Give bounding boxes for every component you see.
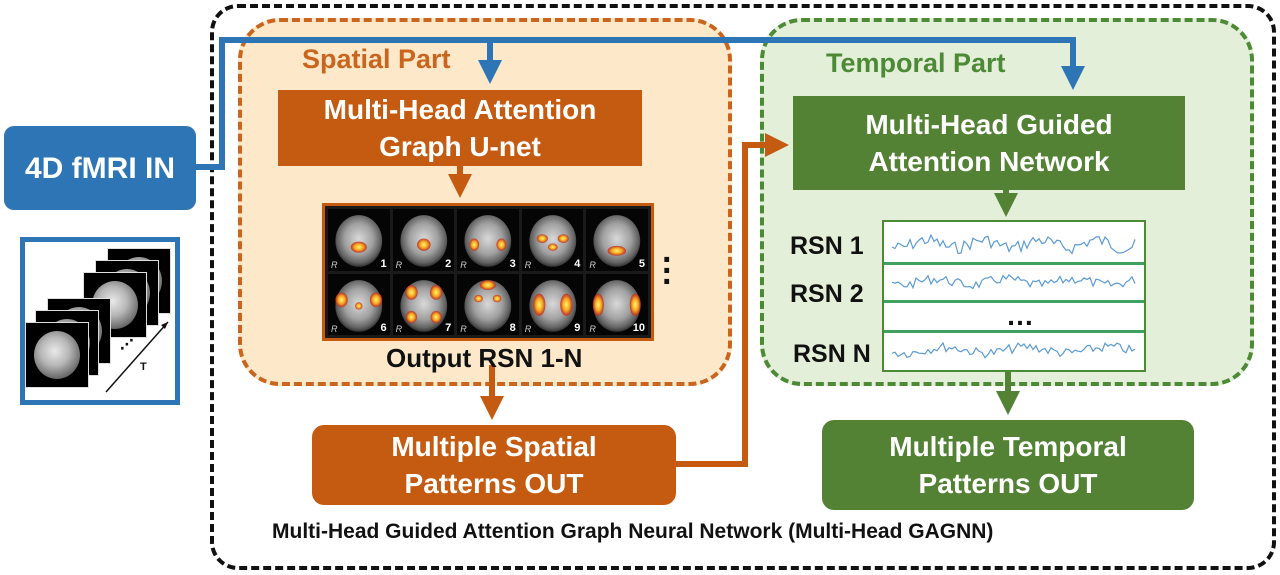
brain-map-number: 5 [638, 257, 645, 270]
row-divider [884, 262, 1144, 265]
brain-map-number: 3 [509, 257, 516, 270]
side-marker: R [589, 324, 596, 334]
rsn-label-1: RSN 1 [790, 232, 864, 260]
brain-map-number: 9 [574, 322, 581, 334]
timeseries-plots [891, 233, 1136, 359]
rsn-label-2: RSN 2 [790, 280, 864, 308]
side-marker: R [395, 259, 403, 270]
brain-map-number: 6 [380, 322, 387, 334]
rsn-timeseries-table [882, 220, 1146, 372]
brain-map-number: 10 [632, 322, 645, 334]
rsn-ellipsis: … [1006, 300, 1036, 331]
rsn-timeseries-line [891, 274, 1136, 290]
time-axis-arrow [105, 321, 169, 393]
brain-map-number: 4 [574, 257, 581, 270]
time-ellipsis: ⋰ [120, 336, 134, 352]
side-marker: R [460, 259, 467, 270]
spatial-part-title: Spatial Part [302, 44, 451, 74]
brain-map-10: R 10 [586, 273, 648, 335]
brain-map-number: 1 [380, 257, 387, 270]
fmri-input-box: 4D fMRI IN [4, 126, 196, 210]
side-marker: R [589, 259, 596, 270]
row-divider [884, 300, 1144, 303]
rsn-timeseries-line [891, 341, 1136, 359]
side-marker: R [460, 324, 467, 334]
fmri-volume-stack [20, 237, 180, 405]
rsn-timeseries-line [891, 233, 1136, 255]
side-marker: R [331, 259, 338, 270]
side-marker: R [524, 259, 532, 270]
brain-map-number: 7 [445, 322, 452, 334]
row-divider [884, 330, 1144, 333]
fmri-slice [25, 322, 89, 388]
time-axis-label: T [140, 361, 147, 373]
side-marker: R [331, 324, 338, 334]
input-connector [196, 37, 1085, 170]
spatial-out-to-temporal-arrow [676, 133, 789, 467]
multi-head-attention-graph-unet: Multi-Head Attention Graph U-net [278, 90, 642, 166]
side-marker: R [395, 324, 403, 334]
gagnn-container [210, 4, 1276, 570]
more-maps-ellipsis: ··· [662, 241, 674, 301]
multi-head-guided-attention-network: Multi-Head Guided Attention Network [793, 96, 1185, 190]
brain-map-number: 2 [445, 257, 452, 270]
temporal-part-title: Temporal Part [826, 48, 1006, 78]
brain-map-number: 8 [509, 322, 516, 334]
side-marker: R [524, 324, 532, 334]
output-rsn-label: Output RSN 1-N [386, 343, 583, 373]
rsn-label-n: RSN N [793, 340, 871, 368]
temporal-patterns-out-box: Multiple Temporal Patterns OUT [822, 420, 1194, 510]
spatial-patterns-out-box: Multiple Spatial Patterns OUT [312, 425, 676, 505]
diagram-caption: Multi-Head Guided Attention Graph Neural… [272, 520, 994, 543]
